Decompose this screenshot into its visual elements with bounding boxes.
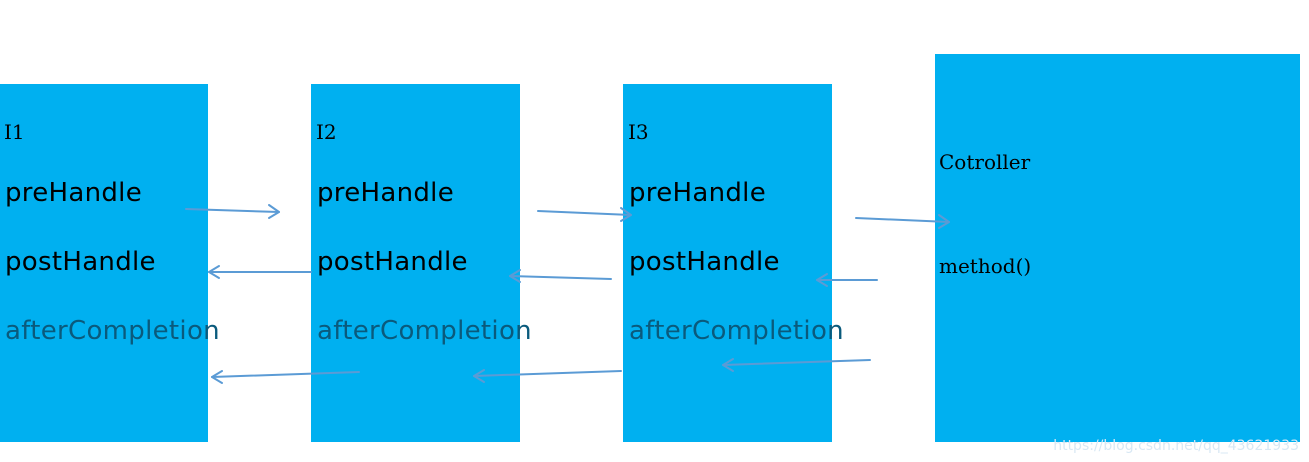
controller-method: method()	[939, 254, 1032, 278]
i2-prehandle-label: preHandle	[317, 178, 455, 208]
arrow-i3-to-controller	[855, 214, 950, 229]
arrow-i1-to-i2	[185, 204, 280, 219]
controller-title: Cotroller	[939, 150, 1031, 174]
interceptor-title-i3: I3	[628, 120, 649, 144]
i3-aftercompletion-label: afterCompletion	[629, 316, 844, 346]
i1-prehandle-label: preHandle	[5, 178, 143, 208]
arrow-i3-to-i2-post	[509, 269, 612, 283]
arrow-controller-to-i3-after	[722, 358, 871, 372]
watermark-text: https://blog.csdn.net/qq_43621933	[1053, 438, 1299, 454]
arrow-i2-to-i3	[537, 207, 632, 222]
interceptor-box-i2	[311, 84, 520, 442]
interceptor-box-i3	[623, 84, 832, 442]
i2-aftercompletion-label: afterCompletion	[317, 316, 532, 346]
interceptor-title-i2: I2	[316, 120, 337, 144]
i1-aftercompletion-label: afterCompletion	[5, 316, 220, 346]
arrow-controller-to-i3-post	[816, 273, 878, 287]
i3-posthandle-label: postHandle	[629, 247, 780, 277]
i3-prehandle-label: preHandle	[629, 178, 767, 208]
i2-posthandle-label: postHandle	[317, 247, 468, 277]
arrow-i3-to-i2-after	[473, 369, 622, 383]
controller-box	[935, 54, 1300, 442]
arrow-i2-to-i1-post	[208, 265, 312, 279]
arrow-i2-to-i1-after	[211, 370, 360, 384]
interceptor-title-i1: I1	[4, 120, 25, 144]
interceptor-box-i1	[0, 84, 208, 442]
i1-posthandle-label: postHandle	[5, 247, 156, 277]
